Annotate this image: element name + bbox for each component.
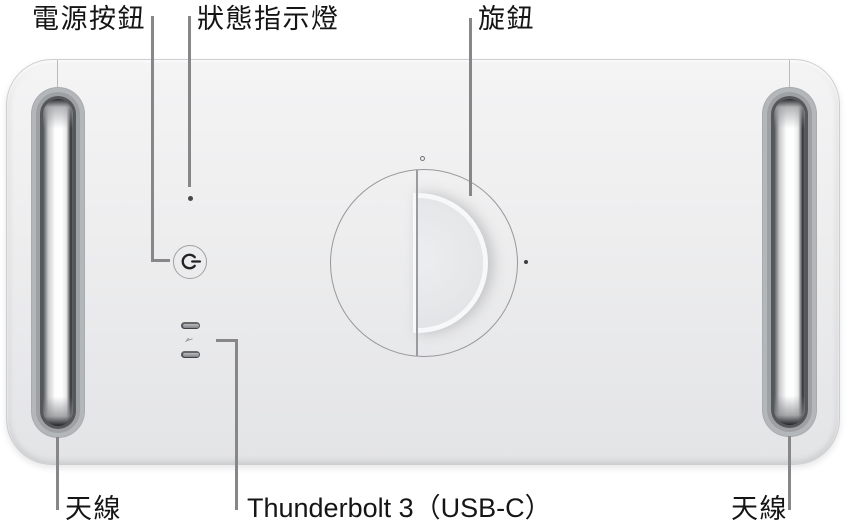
antenna-handle-right xyxy=(762,87,817,437)
power-icon xyxy=(174,246,206,277)
callout-line-antenna-left xyxy=(56,437,59,510)
callout-label-power-button: 電源按鈕 xyxy=(32,4,146,34)
callout-label-antenna-right: 天線 xyxy=(731,494,788,524)
callout-line-power-button-vertical xyxy=(151,16,154,262)
thunderbolt-port-1-slot xyxy=(182,323,199,328)
panel-seam-left-top xyxy=(57,60,58,88)
callout-line-power-button-horizontal xyxy=(151,259,170,262)
power-button xyxy=(173,245,207,279)
antenna-right-glossy-core xyxy=(774,99,805,425)
antenna-left-glossy-core xyxy=(43,99,73,426)
thunderbolt-port-2 xyxy=(181,351,200,358)
callout-line-antenna-right xyxy=(788,436,791,510)
callout-line-thunderbolt-vertical xyxy=(235,339,238,510)
thunderbolt-port-1 xyxy=(181,322,200,329)
knob-outline-circle xyxy=(330,169,518,357)
thunderbolt-port-2-slot xyxy=(182,352,199,357)
panel-seam-right-top xyxy=(789,60,790,88)
callout-label-knob: 旋鈕 xyxy=(478,4,535,34)
callout-label-status-indicator: 狀態指示燈 xyxy=(197,4,340,34)
status-indicator-light-icon xyxy=(188,196,193,201)
knob-unlock-position-mark-icon xyxy=(420,156,425,161)
callout-line-thunderbolt-horizontal xyxy=(216,339,238,342)
knob-seam-line xyxy=(416,170,418,356)
thunderbolt-icon xyxy=(185,337,194,344)
antenna-handle-left xyxy=(31,87,85,438)
knob-lock-position-mark-icon xyxy=(524,260,528,264)
callout-label-antenna-left: 天線 xyxy=(65,494,122,524)
callout-label-thunderbolt: Thunderbolt 3（USB-C） xyxy=(247,493,552,523)
callout-line-knob xyxy=(469,18,472,196)
callout-line-status-indicator xyxy=(188,16,191,187)
